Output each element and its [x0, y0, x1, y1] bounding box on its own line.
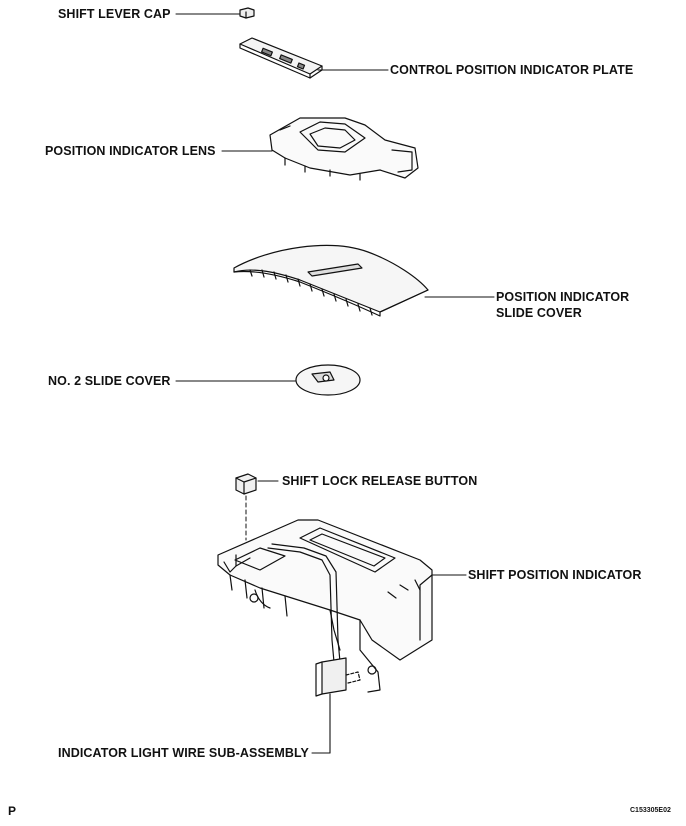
- label-slide-cover-line1: POSITION INDICATOR: [496, 290, 630, 304]
- label-shift-position-indicator: SHIFT POSITION INDICATOR: [468, 568, 642, 582]
- figure-code: C153305E02: [630, 807, 671, 814]
- control-plate-part: [239, 37, 323, 79]
- indicator-light-wire-part: [267, 543, 361, 697]
- no2-slide-cover-part: [295, 364, 361, 396]
- slide-cover-part: [233, 244, 429, 317]
- label-position-indicator-lens: POSITION INDICATOR LENS: [45, 144, 216, 158]
- shift-lock-release-button-part: [235, 473, 257, 541]
- label-slide-cover-line2: SLIDE COVER: [496, 306, 582, 320]
- shift-position-indicator-part: [217, 519, 433, 693]
- label-control-position-indicator-plate: CONTROL POSITION INDICATOR PLATE: [390, 63, 634, 77]
- shift-lever-cap-part: [239, 7, 255, 19]
- label-shift-lever-cap: SHIFT LEVER CAP: [58, 7, 171, 21]
- label-no2-slide-cover: NO. 2 SLIDE COVER: [48, 374, 171, 388]
- leader-lines: [175, 13, 495, 754]
- indicator-lens-part: [269, 117, 419, 181]
- label-shift-lock-release-button: SHIFT LOCK RELEASE BUTTON: [282, 474, 478, 488]
- label-indicator-light-wire-sub-assembly: INDICATOR LIGHT WIRE SUB-ASSEMBLY: [58, 746, 309, 760]
- corner-mark: P: [8, 804, 17, 818]
